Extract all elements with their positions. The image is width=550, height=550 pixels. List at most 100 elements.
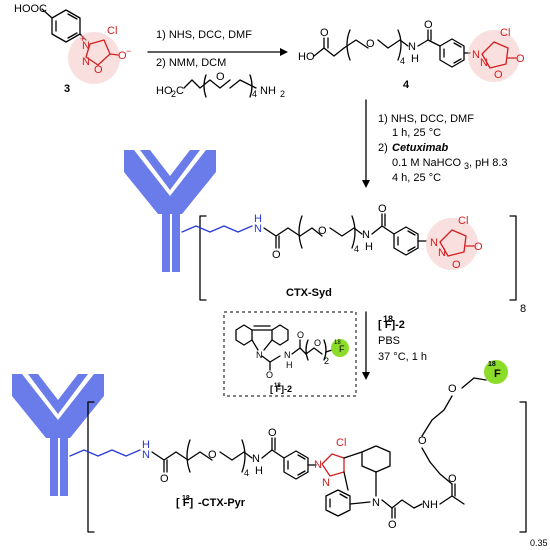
- svg-text:O: O: [320, 27, 329, 39]
- inset-18f-2: N O N H O O 2 18 F [ F]-2 18: [223, 311, 357, 397]
- ctx-pyr: H N O O 4 N H O N N Cl N: [69, 360, 548, 548]
- svg-text:+: +: [80, 34, 85, 44]
- svg-text:O: O: [216, 71, 225, 83]
- cooh-label: HOOC: [14, 3, 47, 15]
- svg-text:Cl: Cl: [107, 25, 117, 37]
- svg-text:C: C: [176, 85, 184, 97]
- step-2: 1) NHS, DCC, DMF 1 h, 25 °C 2) Cetuximab…: [362, 99, 508, 188]
- compound-3: HOOC N + N O Cl O − 3: [14, 3, 131, 95]
- svg-text:4: 4: [252, 89, 257, 99]
- step-3: [ F]-2 18 PBS 37 °C, 1 h: [362, 311, 427, 380]
- antibody-icon: [124, 150, 216, 272]
- svg-text:O: O: [297, 330, 304, 340]
- svg-text:N: N: [82, 40, 90, 52]
- svg-text:O: O: [266, 370, 273, 380]
- svg-text:O: O: [388, 519, 397, 531]
- svg-text:O: O: [208, 449, 217, 461]
- svg-text:N: N: [438, 247, 446, 259]
- svg-text:8: 8: [520, 303, 526, 315]
- svg-text:O: O: [418, 435, 427, 447]
- svg-text:O: O: [516, 53, 525, 65]
- svg-text:−: −: [126, 46, 131, 56]
- svg-text:O: O: [366, 38, 375, 50]
- svg-text:H: H: [365, 241, 373, 253]
- svg-text:N: N: [322, 477, 330, 489]
- svg-text:N: N: [472, 49, 480, 61]
- svg-text:4: 4: [354, 244, 359, 254]
- step1-line2: 2) NMM, DCM: [156, 57, 226, 69]
- svg-text:H: H: [430, 499, 438, 511]
- svg-text:18: 18: [274, 383, 281, 389]
- svg-text:O: O: [118, 50, 127, 62]
- svg-text:2: 2: [280, 89, 285, 99]
- svg-text:O: O: [94, 64, 103, 76]
- svg-text:O: O: [474, 241, 483, 253]
- svg-text:18: 18: [182, 495, 190, 502]
- svg-text:Cl: Cl: [458, 215, 468, 227]
- svg-text:2: 2: [324, 356, 329, 366]
- svg-text:O: O: [448, 473, 457, 485]
- svg-text:Cl: Cl: [336, 437, 346, 449]
- svg-text:[ F]: [ F]: [176, 497, 193, 509]
- svg-text:37 °C, 1 h: 37 °C, 1 h: [378, 351, 427, 363]
- svg-text:0.1 M NaHCO: 0.1 M NaHCO: [392, 157, 462, 169]
- svg-text:O: O: [318, 225, 327, 237]
- svg-text:N: N: [430, 237, 438, 249]
- step-1: 1) NHS, DCC, DMF 2) NMM, DCM HO 2 C O 4 …: [147, 29, 288, 99]
- svg-text:N: N: [254, 223, 262, 235]
- svg-text:[ F]-2: [ F]-2: [270, 384, 292, 394]
- svg-text:0.35: 0.35: [530, 538, 548, 548]
- svg-text:O: O: [314, 338, 321, 348]
- svg-text:O: O: [378, 203, 387, 215]
- svg-text:2): 2): [378, 142, 388, 154]
- fluorine-18-icon: [331, 339, 349, 357]
- svg-text:N: N: [252, 453, 260, 465]
- step1-line1: 1) NHS, DCC, DMF: [156, 29, 252, 41]
- svg-text:N: N: [314, 459, 322, 471]
- svg-text:2: 2: [171, 89, 176, 99]
- svg-text:1) NHS, DCC, DMF: 1) NHS, DCC, DMF: [378, 113, 474, 125]
- svg-text:O: O: [268, 427, 277, 439]
- svg-text:O: O: [448, 383, 457, 395]
- sydnone-highlight: [68, 32, 120, 84]
- compound-3-number: 3: [64, 83, 70, 95]
- svg-text:N: N: [408, 41, 416, 53]
- svg-text:4: 4: [244, 468, 249, 478]
- svg-text:NH: NH: [260, 85, 276, 97]
- antibody-icon: [12, 374, 104, 496]
- svg-text:H: H: [254, 213, 262, 225]
- svg-text:H: H: [255, 465, 263, 477]
- svg-text:HO: HO: [156, 85, 173, 97]
- svg-text:3: 3: [464, 161, 469, 171]
- sydnone-highlight: [468, 30, 520, 82]
- compound-4: HO O O 4 N H O N N O Cl O 4: [298, 19, 525, 91]
- svg-text:O: O: [160, 473, 169, 485]
- svg-text:O: O: [452, 259, 461, 271]
- svg-text:N: N: [362, 229, 370, 241]
- svg-text:H: H: [142, 439, 150, 451]
- svg-text:N: N: [480, 57, 488, 69]
- ctx-syd-label: CTX-Syd: [286, 287, 332, 299]
- svg-text:O: O: [494, 69, 503, 81]
- svg-text:18: 18: [334, 340, 341, 346]
- svg-text:N: N: [142, 449, 150, 461]
- svg-text:18: 18: [383, 314, 393, 324]
- svg-text:PBS: PBS: [378, 335, 400, 347]
- svg-text:H: H: [411, 53, 419, 65]
- svg-text:F: F: [494, 368, 501, 380]
- svg-text:N: N: [256, 350, 263, 360]
- svg-text:, pH 8.3: , pH 8.3: [469, 157, 508, 169]
- svg-text:F: F: [339, 344, 345, 354]
- svg-text:N: N: [82, 56, 90, 68]
- svg-text:4: 4: [400, 56, 405, 66]
- svg-text:18: 18: [488, 361, 496, 368]
- svg-text:Cetuximab: Cetuximab: [392, 142, 449, 154]
- sydnone-highlight: [426, 218, 478, 270]
- svg-text:H: H: [286, 360, 293, 370]
- svg-text:[ F]-2: [ F]-2: [378, 319, 405, 331]
- svg-text:N: N: [372, 497, 380, 509]
- svg-text:N: N: [284, 350, 291, 360]
- svg-text:1 h, 25 °C: 1 h, 25 °C: [392, 127, 441, 139]
- svg-text:O: O: [424, 19, 433, 31]
